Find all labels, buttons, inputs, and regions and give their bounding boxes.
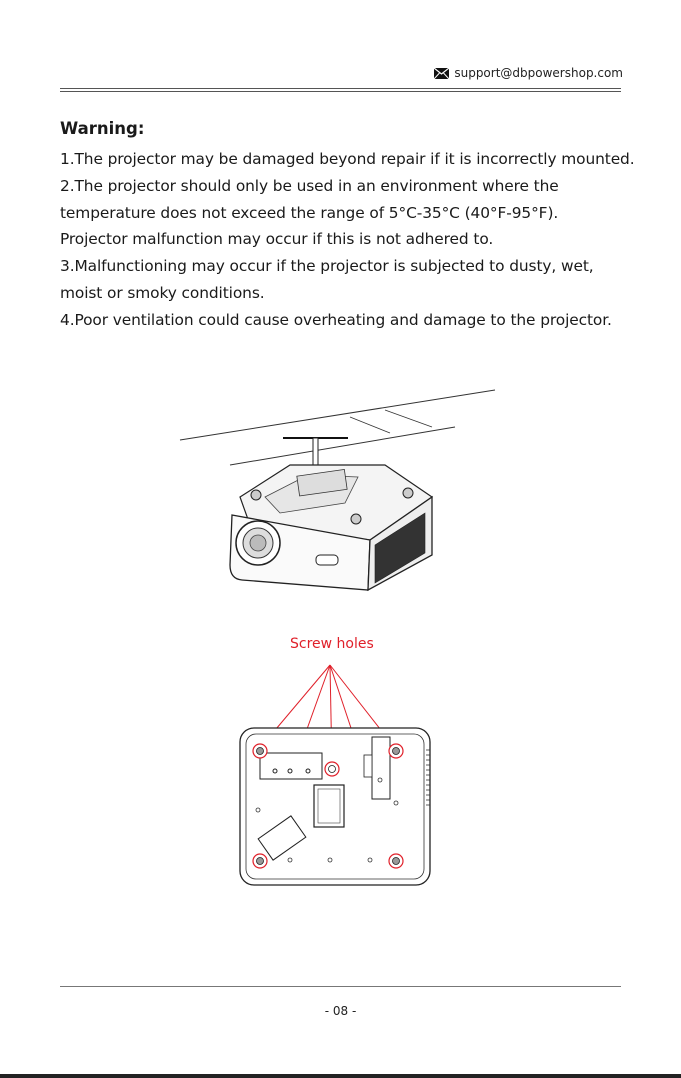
warning-line-4: Projector malfunction may occur if this … bbox=[60, 230, 494, 249]
footer-rule bbox=[60, 986, 621, 987]
support-email[interactable]: support@dbpowershop.com bbox=[454, 66, 623, 80]
warning-line-6: moist or smoky conditions. bbox=[60, 283, 265, 302]
screw-holes-illustration bbox=[239, 664, 431, 886]
envelope-icon bbox=[434, 67, 450, 79]
ceiling-mount-illustration bbox=[179, 389, 496, 592]
warning-line-5: 3.Malfunctioning may occur if the projec… bbox=[60, 257, 594, 276]
warning-section: Warning: 1.The projector may be damaged … bbox=[60, 116, 640, 334]
header-rule bbox=[60, 88, 621, 92]
warning-line-1: 1.The projector may be damaged beyond re… bbox=[60, 150, 635, 168]
bottom-border bbox=[0, 1074, 681, 1078]
page-header: support@dbpowershop.com bbox=[434, 66, 623, 80]
warning-line-3: temperature does not exceed the range of… bbox=[60, 203, 559, 222]
warning-line-7: 4.Poor ventilation could cause overheati… bbox=[60, 310, 612, 329]
warning-title: Warning: bbox=[60, 119, 145, 138]
screw-holes-caption: Screw holes bbox=[290, 636, 374, 652]
warning-line-2: 2.The projector should only be used in a… bbox=[60, 176, 559, 195]
page-number: - 08 - bbox=[324, 1004, 357, 1018]
